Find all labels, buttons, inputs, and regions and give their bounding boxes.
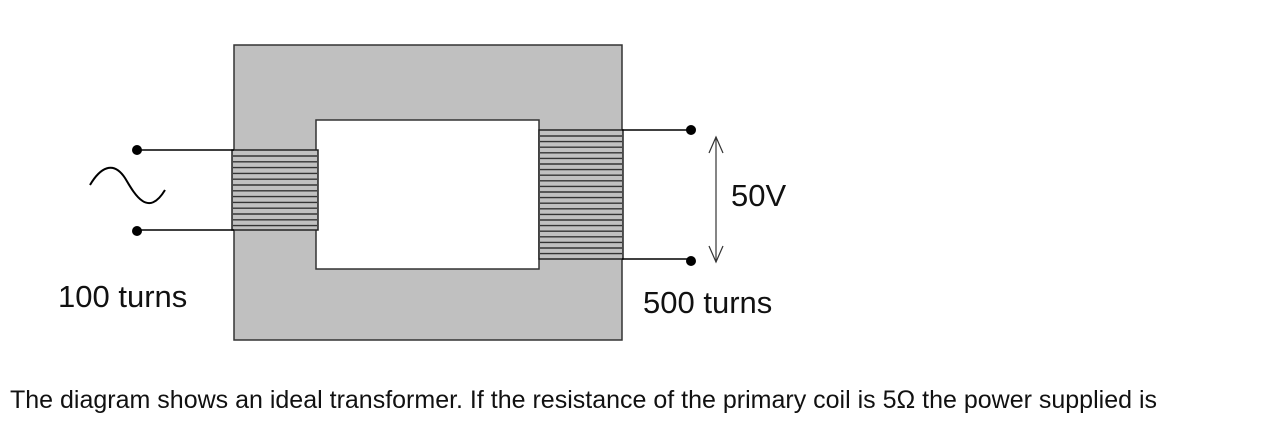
primary-leads: [137, 149, 234, 231]
secondary-turns-label: 500 turns: [643, 285, 772, 320]
voltage-label: 50V: [731, 178, 786, 213]
secondary-terminal-top: [686, 125, 696, 135]
primary-turns-label: 100 turns: [58, 279, 187, 314]
ac-source-icon: [89, 166, 166, 205]
primary-coil: [231, 149, 319, 231]
secondary-terminal-bottom: [686, 256, 696, 266]
primary-terminal-bottom: [132, 226, 142, 236]
secondary-coil: [538, 129, 624, 260]
voltage-arrow: [708, 135, 724, 264]
primary-terminal-top: [132, 145, 142, 155]
secondary-leads: [622, 129, 691, 260]
transformer-diagram: 50V 100 turns 500 turns: [58, 44, 786, 341]
question-text: The diagram shows an ideal transformer. …: [10, 386, 1157, 414]
